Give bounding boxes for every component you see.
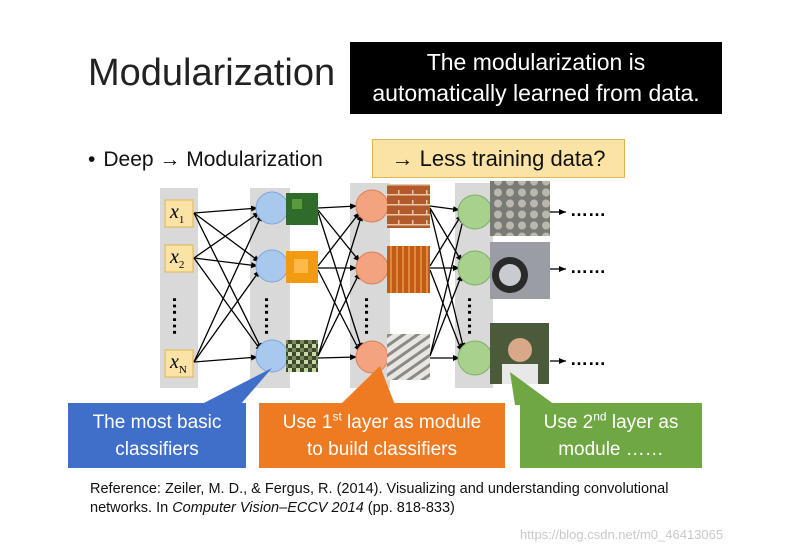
callout-pointer-basic bbox=[200, 368, 272, 405]
callout-layer2-pre: Use 2 bbox=[543, 412, 594, 433]
input-label-base: x bbox=[170, 201, 179, 223]
layer2-feature-image-2 bbox=[387, 246, 430, 293]
layer1-feature-detail bbox=[292, 199, 302, 209]
input-label-base: x bbox=[170, 351, 179, 373]
layer1-node-n bbox=[255, 339, 289, 373]
layer1-feature-detail bbox=[294, 259, 308, 273]
layer2-feature-image-1 bbox=[387, 184, 430, 228]
bullet-point: • Deep → Modularization bbox=[88, 148, 323, 172]
face-head bbox=[508, 338, 532, 362]
output-ellipsis-2: …… bbox=[570, 257, 606, 277]
callout-basic-line2: classifiers bbox=[115, 439, 199, 460]
layer2-feature-image-n bbox=[387, 334, 430, 380]
output-ellipsis-n: …… bbox=[570, 349, 606, 369]
watermark-url: https://blog.csdn.net/m0_46413065 bbox=[520, 527, 724, 542]
bullet-dot-icon: • bbox=[88, 148, 96, 171]
layer2-node-2 bbox=[355, 251, 389, 285]
input-label-sub: N bbox=[178, 364, 187, 376]
layer1-node-1 bbox=[255, 191, 289, 225]
less-training-data-box: → Less training data? bbox=[372, 139, 625, 178]
layer3-feature-image-1 bbox=[490, 181, 550, 236]
input-box-x1 bbox=[164, 199, 194, 228]
callout-layer2-line1: Use 2nd layer as bbox=[520, 409, 702, 436]
input-label-x2: x2 bbox=[170, 246, 184, 271]
slide-title: Modularization bbox=[88, 52, 336, 94]
callout-layer1-module: Use 1st layer as module to build classif… bbox=[259, 403, 505, 468]
layer1-vertical-ellipsis: …… bbox=[260, 296, 282, 336]
input-label-xn: xN bbox=[170, 351, 187, 376]
callout-layer2-line2: module …… bbox=[558, 439, 664, 460]
callout-pointer-layer1 bbox=[340, 366, 395, 405]
input-label-sub: 1 bbox=[178, 214, 185, 226]
callout-layer1-line1: Use 1st layer as module bbox=[259, 409, 505, 436]
callout-basic-classifiers: The most basic classifiers bbox=[68, 403, 246, 468]
callout-layer1-pre: Use 1 bbox=[282, 412, 333, 433]
learned-from-data-box: The modularization is automatically lear… bbox=[350, 42, 722, 114]
callout-layer2-post: layer as bbox=[606, 412, 679, 433]
connections-input-to-layer1 bbox=[193, 205, 263, 363]
connections-layer1-to-layer2 bbox=[317, 203, 363, 361]
output-ellipsis-1: …… bbox=[570, 200, 606, 220]
layer3-vertical-ellipsis: …… bbox=[463, 296, 485, 336]
input-label-x1: x1 bbox=[170, 201, 184, 226]
input-label-base: x bbox=[170, 246, 179, 268]
layer3-node-2 bbox=[457, 250, 493, 286]
input-vertical-ellipsis: …… bbox=[168, 296, 190, 336]
reference-pages: (pp. 818-833) bbox=[363, 500, 455, 516]
callout-pointer-layer2 bbox=[510, 372, 555, 405]
reference-venue: Computer Vision–ECCV 2014 bbox=[172, 500, 364, 516]
bullet-text: Deep → Modularization bbox=[103, 148, 323, 171]
top-box-line2: automatically learned from data. bbox=[372, 80, 700, 106]
reference-text: Reference: Zeiler, M. D., & Fergus, R. (… bbox=[90, 481, 669, 516]
face-shirt bbox=[502, 364, 538, 384]
reference-citation: Reference: Zeiler, M. D., & Fergus, R. (… bbox=[90, 480, 730, 518]
callout-layer1-line2: to build classifiers bbox=[307, 439, 457, 460]
wheel-rim bbox=[499, 264, 521, 286]
layer1-feature-image-n bbox=[286, 340, 318, 372]
callout-layer2-sup: nd bbox=[593, 409, 607, 424]
callout-basic-line1: The most basic bbox=[92, 412, 222, 433]
input-box-xn bbox=[164, 349, 194, 378]
callout-layer2-module: Use 2nd layer as module …… bbox=[520, 403, 702, 468]
layer2-vertical-ellipsis: …… bbox=[360, 296, 382, 336]
input-box-x2 bbox=[164, 244, 194, 273]
layer3-node-1 bbox=[457, 194, 493, 230]
connections-layer2-to-layer3 bbox=[429, 205, 466, 361]
layer1-node-2 bbox=[255, 249, 289, 283]
callout-layer1-sup: st bbox=[332, 409, 342, 424]
layer3-node-n bbox=[457, 340, 493, 376]
callout-layer1-post: layer as module bbox=[341, 412, 482, 433]
layer2-node-n bbox=[355, 340, 389, 374]
top-box-line1: The modularization is bbox=[426, 49, 646, 75]
layer2-node-1 bbox=[355, 189, 389, 223]
input-label-sub: 2 bbox=[178, 259, 185, 271]
